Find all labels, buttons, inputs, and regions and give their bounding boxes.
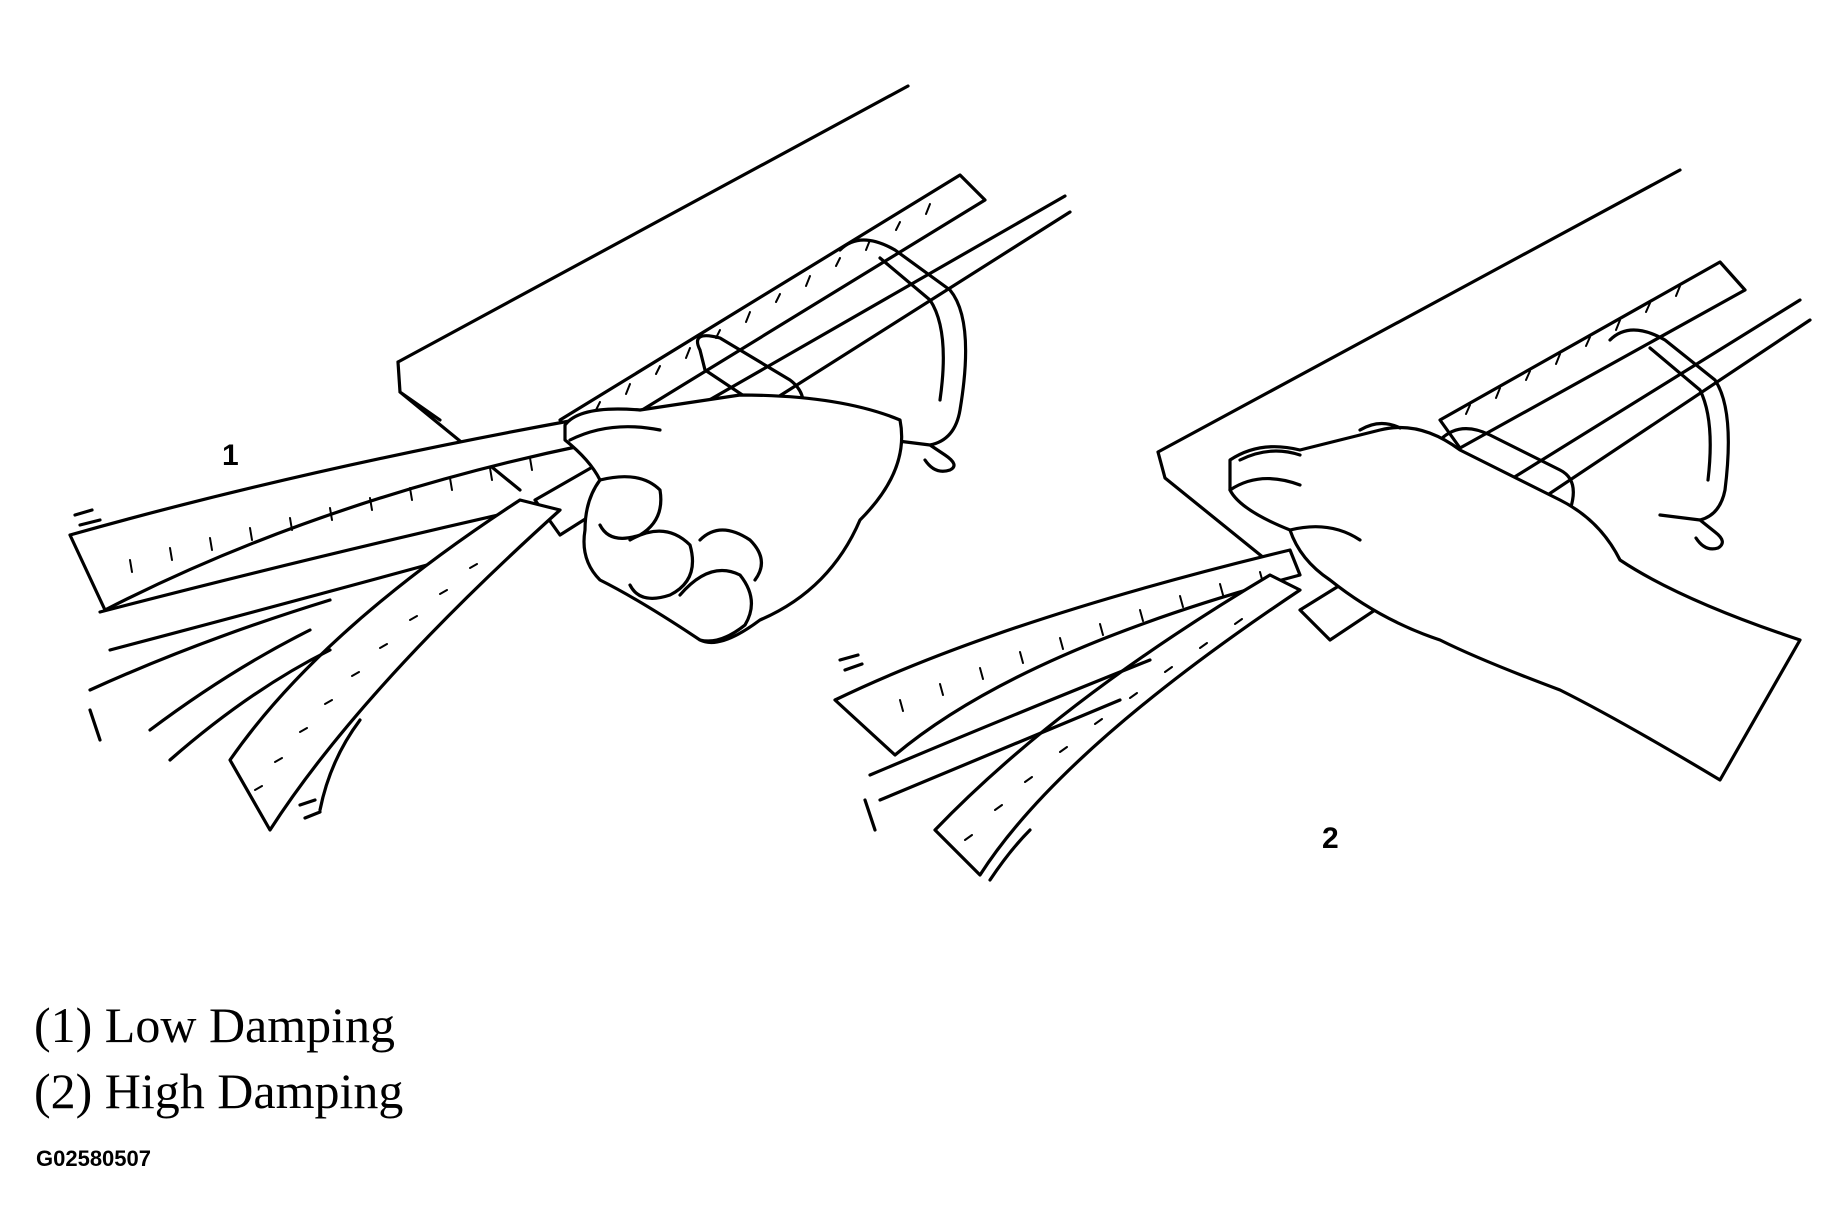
ruler-base-2 (1438, 260, 1747, 450)
hand-1-fingers (568, 425, 763, 643)
board-2 (1156, 168, 1682, 577)
callout-2: 2 (1322, 822, 1339, 855)
legend-item-low-damping: (1) Low Damping (34, 997, 396, 1053)
ruler-swing-1d (148, 628, 362, 812)
c-clamp-2b (1608, 328, 1730, 551)
ruler-swing-2b (933, 573, 1302, 877)
ruler-swing-ticks-2b (964, 618, 1243, 841)
ruler-swing-2c (868, 658, 1152, 882)
legend-item-high-damping: (2) High Damping (34, 1063, 404, 1119)
motion-marks-2 (838, 653, 877, 832)
ruler-swing-ticks-2a (899, 571, 1264, 712)
figure-code: G02580507 (36, 1146, 151, 1171)
motion-marks-1 (73, 508, 322, 820)
ruler-swing-1c (228, 498, 562, 832)
hand-2-fingers (1228, 421, 1402, 542)
hand-2 (1228, 425, 1802, 782)
hand-1 (563, 393, 904, 645)
ruler-swing-2a (833, 548, 1302, 757)
ruler-base-ticks-2 (1465, 285, 1681, 415)
ruler-swing-ticks-1a (129, 457, 533, 573)
high-damping-illustration: 2 (833, 168, 1812, 882)
callout-1: 1 (222, 439, 239, 472)
low-damping-illustration: 1 (68, 84, 1072, 832)
ruler-swing-ticks-1c (254, 563, 478, 791)
c-clamp-1b (838, 238, 968, 473)
ruler-base-ticks-1 (595, 203, 931, 411)
c-clamp-2a (1438, 427, 1575, 522)
